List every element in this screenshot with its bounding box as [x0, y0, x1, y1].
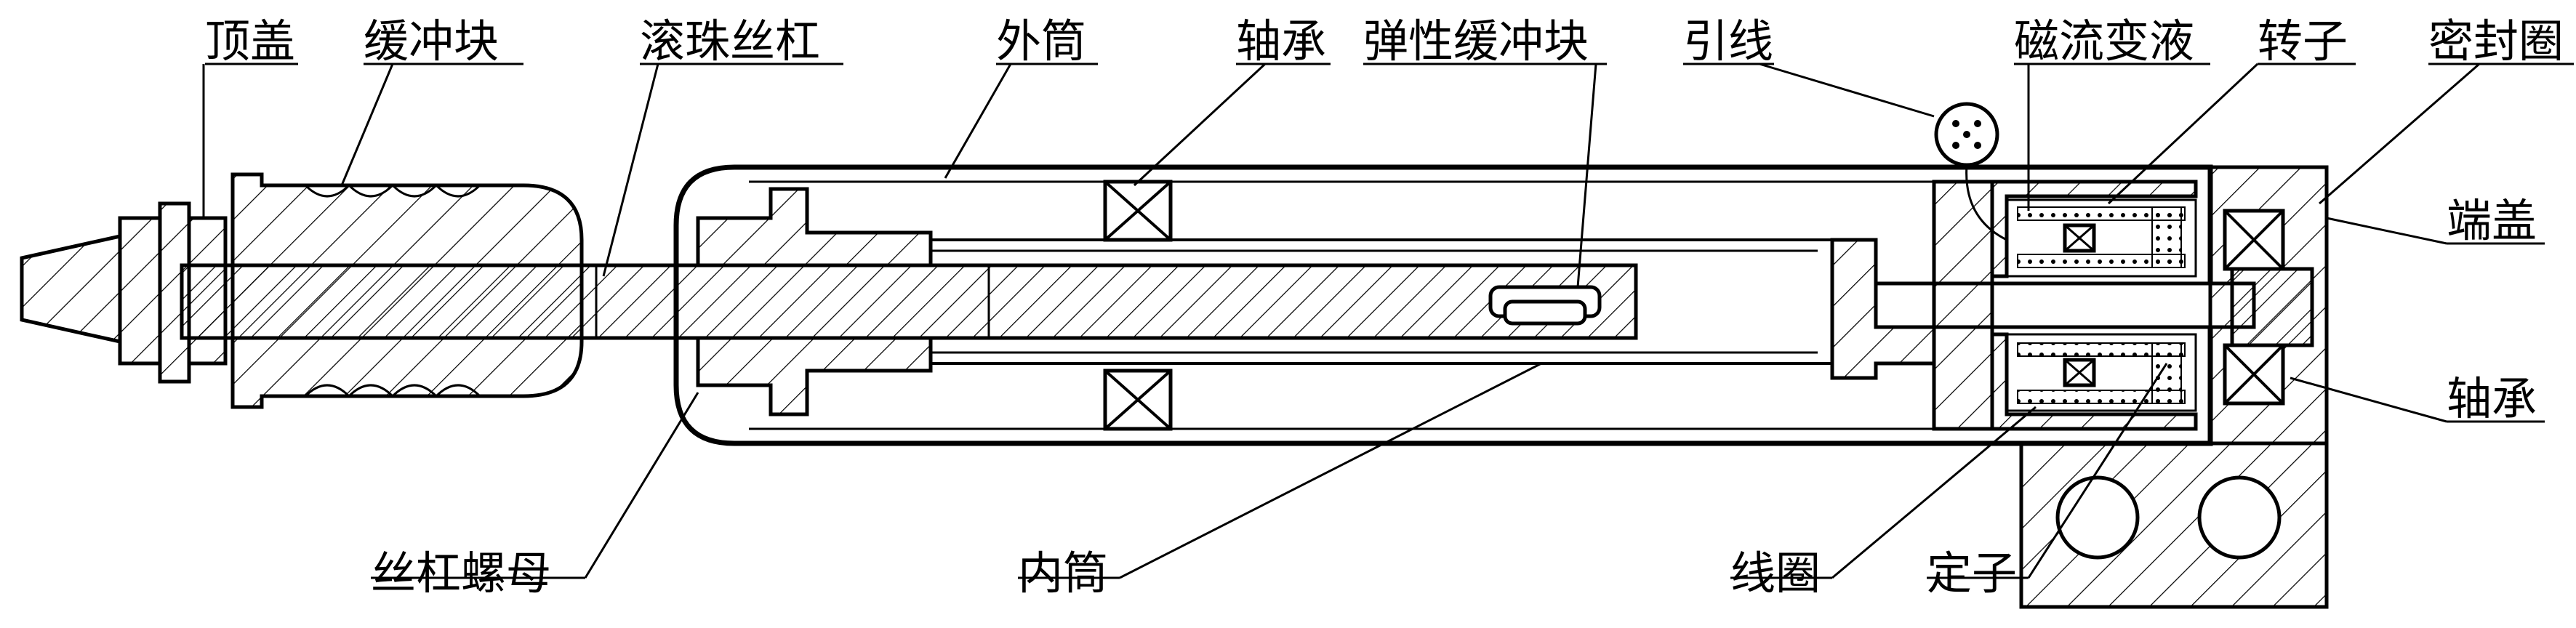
label-outer-tube: 外筒: [996, 15, 1086, 68]
ball-screw: [180, 263, 1638, 340]
label-bearing-top: 轴承: [1236, 15, 1326, 68]
label-lead-wire: 引线: [1683, 15, 1773, 68]
label-inner-tube: 内筒: [1018, 547, 1108, 600]
label-ball-screw: 滚珠丝杠: [640, 15, 820, 68]
leader-lines: [202, 63, 2480, 579]
end-bearing-lower: [2223, 343, 2285, 406]
mount-hole-left: [2055, 475, 2140, 560]
stator-upper: [1990, 180, 2198, 278]
label-rotor: 转子: [2258, 15, 2348, 68]
housing-left-wall: [1932, 180, 1994, 431]
bearing-lower: [1103, 369, 1173, 431]
label-end-cap: 端盖: [2447, 194, 2537, 247]
label-mr-fluid: 磁流变液: [2014, 15, 2194, 68]
rotor-coil-lower: [2005, 333, 2197, 412]
lead-wire-connector: [1934, 102, 2007, 241]
label-top-cap: 顶盖: [205, 15, 295, 68]
labels: 顶盖 缓冲块 滚珠丝杠 外筒 轴承 弹性缓冲块 引线 磁流变液 转子 密封圈 端…: [205, 15, 2574, 600]
label-stator: 定子: [1927, 547, 2017, 600]
buffer-wave-bottom: [304, 384, 481, 398]
screw-thread-marks: [231, 265, 990, 338]
screw-nut: [696, 187, 933, 267]
seal-ring: [2230, 267, 2314, 347]
screw-nut-lower: [696, 336, 933, 416]
outer-tube: [673, 164, 2213, 446]
end-bearing-upper: [2223, 209, 2285, 271]
label-screw-nut: 丝杠螺母: [371, 547, 551, 600]
label-seal-ring: 密封圈: [2428, 15, 2564, 68]
elastic-buffer-block: [1488, 285, 1602, 326]
inner-tube-wall: [931, 249, 1818, 354]
shaft-stub: [20, 233, 122, 345]
rotor-coil-upper: [2005, 198, 2197, 278]
label-elastic-buffer: 弹性缓冲块: [1363, 15, 1589, 68]
mount-hole-right: [2197, 475, 2282, 560]
buffer-wave-top: [304, 183, 481, 198]
label-coil: 线圈: [1730, 547, 1821, 600]
bearing-upper: [1103, 180, 1173, 242]
cap-flange-left: [118, 216, 162, 366]
label-bearing-right: 轴承: [2447, 372, 2537, 425]
label-buffer-block: 缓冲块: [364, 15, 499, 68]
